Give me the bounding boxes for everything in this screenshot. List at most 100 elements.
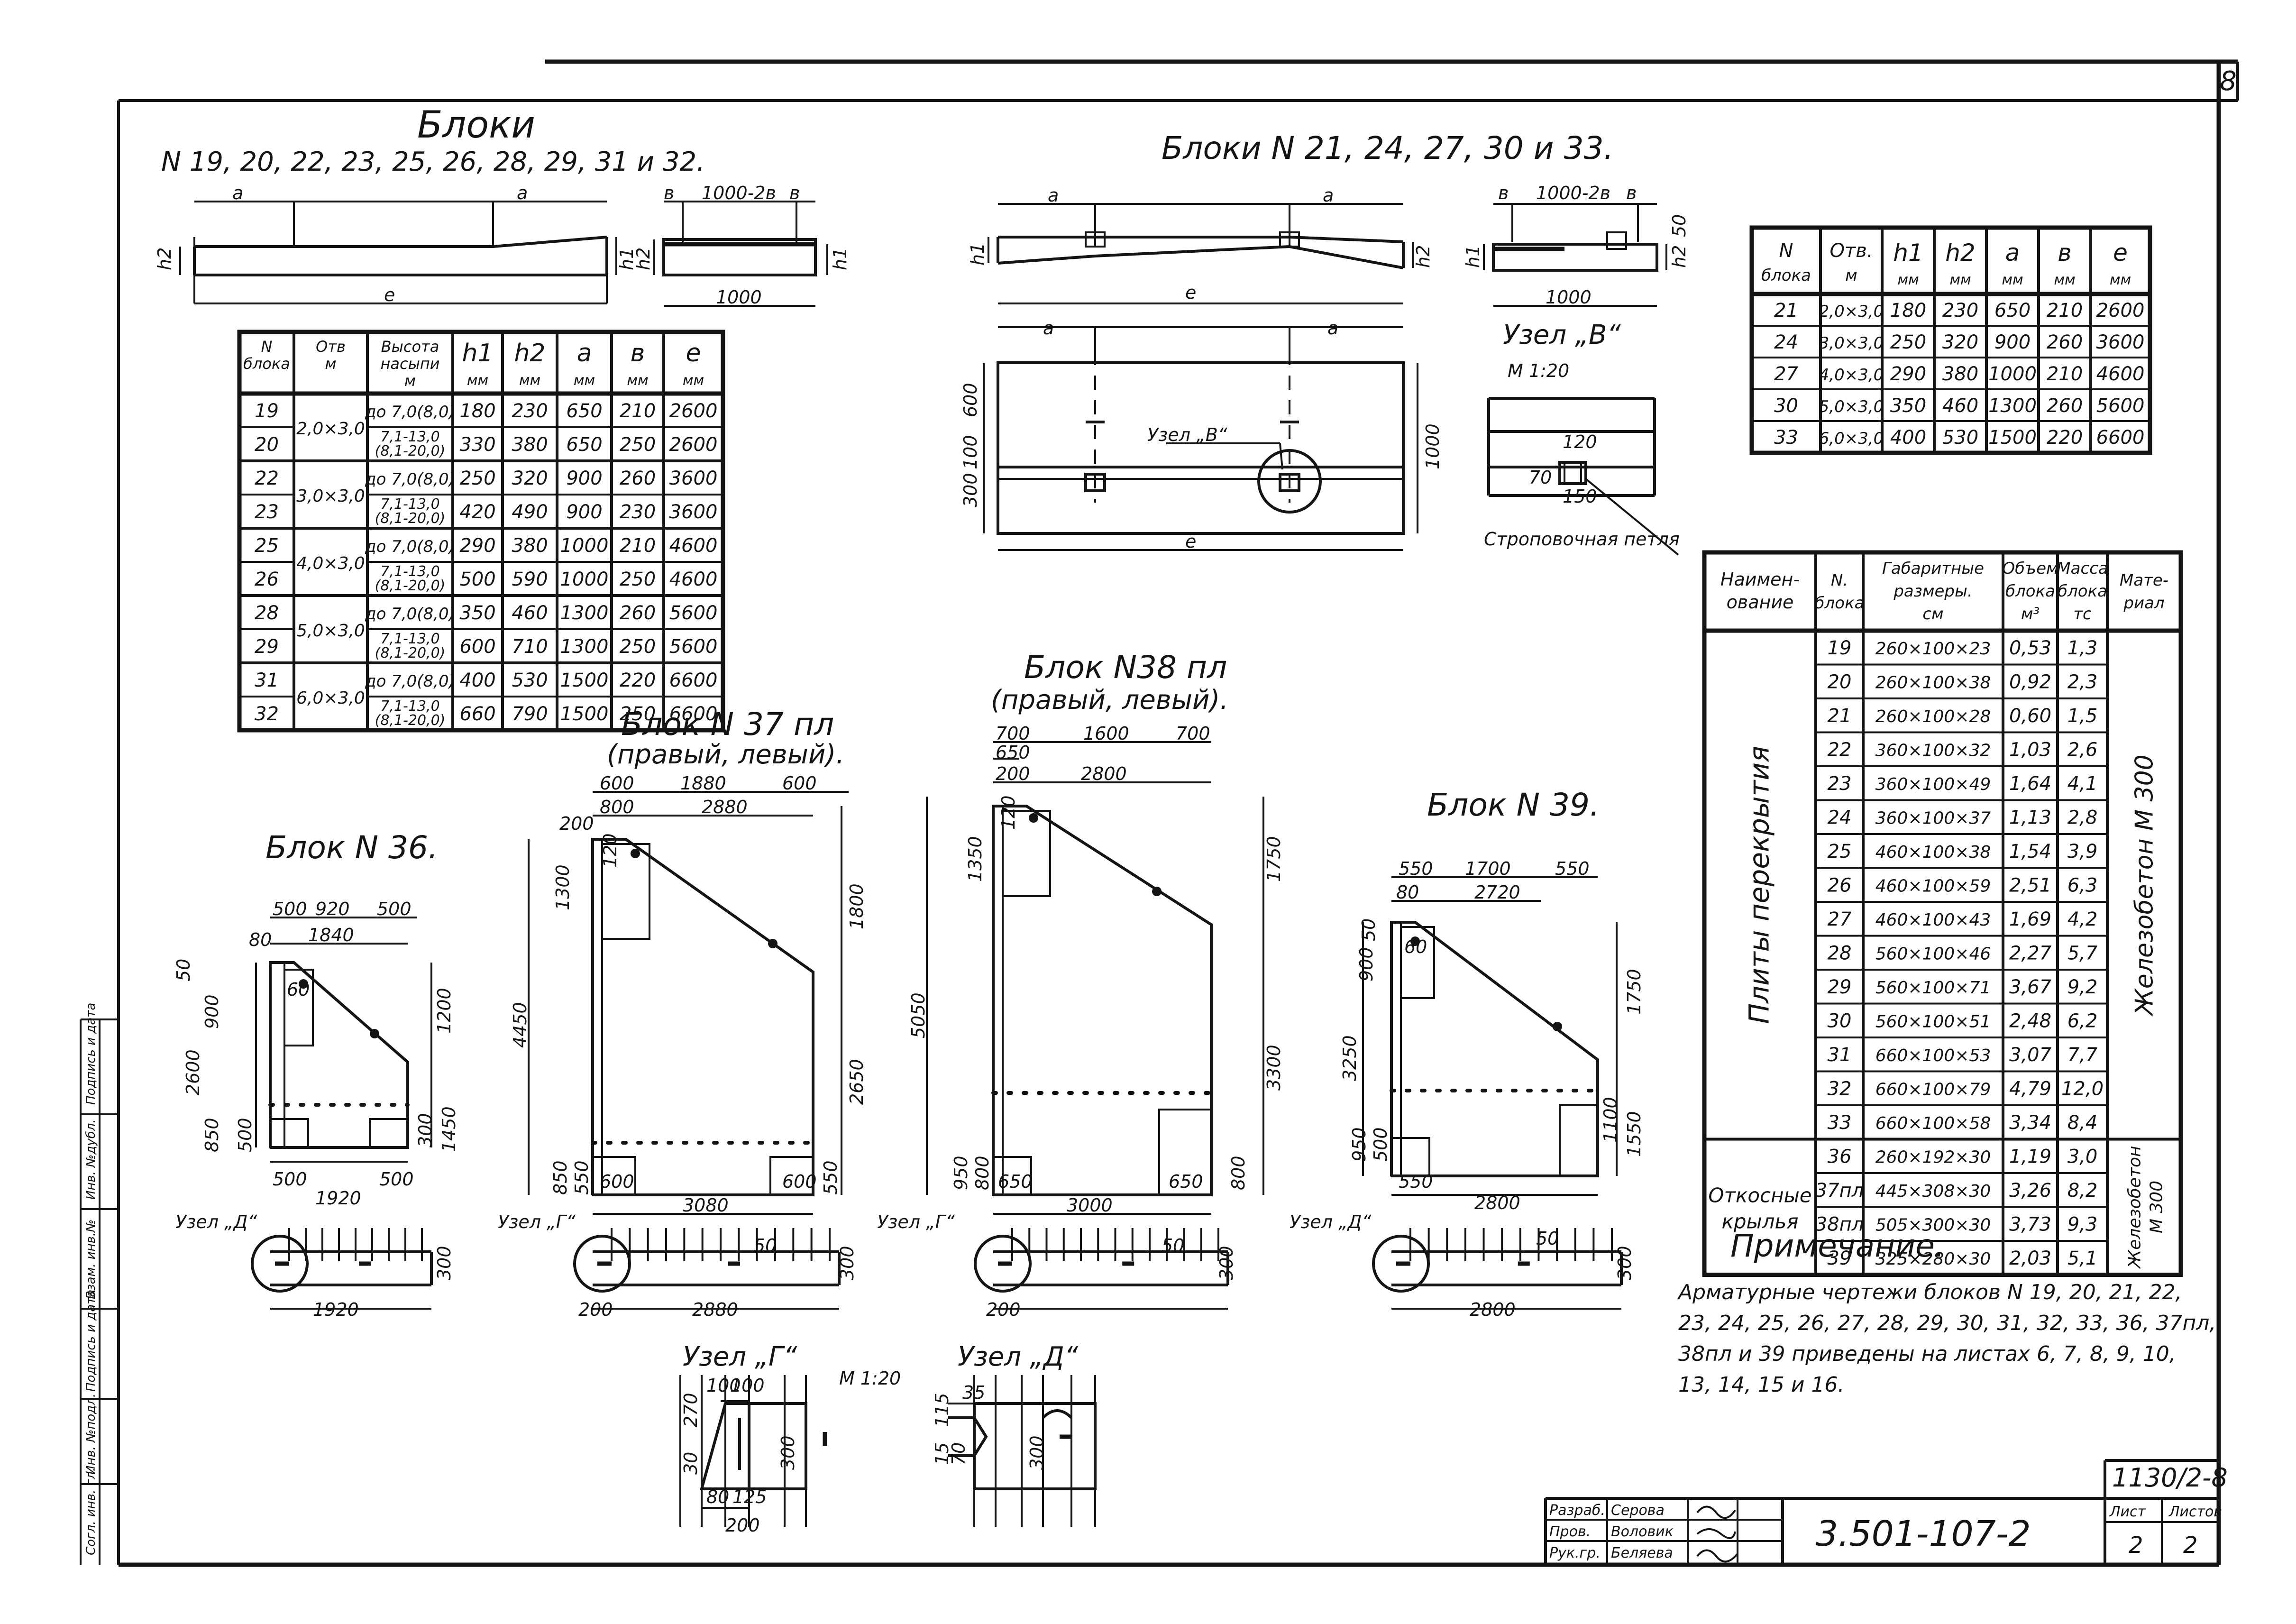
g1-table-header: в <box>631 339 645 367</box>
g1-table-cell: 250 <box>620 636 656 658</box>
g1-table-header: a <box>577 339 592 367</box>
g1-table-cell: 460 <box>512 602 548 624</box>
spec-table-cell: 260×192×30 <box>1875 1148 1991 1167</box>
b36-dim-500c: 500 <box>235 1118 256 1152</box>
g2-table-cell: 290 <box>1890 363 1926 385</box>
block37-title: Блок N 37 пл <box>621 706 834 743</box>
node-b-dim-70: 70 <box>1529 467 1552 488</box>
node-b-loop-label: Строповочная петля <box>1484 529 1680 550</box>
spec-table-cell: 39 <box>1828 1248 1852 1269</box>
b38-dim-800b: 800 <box>1228 1156 1249 1190</box>
spec-table-cell: 360×100×37 <box>1875 809 1991 828</box>
b37-dim-550b: 550 <box>820 1160 841 1195</box>
strip36-dim-right: 300 <box>434 1246 455 1280</box>
sheet-label: Лист <box>2109 1504 2147 1520</box>
g1-table-cell: 900 <box>566 501 602 523</box>
g1-dim-width-top: 1000-2в <box>702 183 776 203</box>
g1-table-cell: 490 <box>512 501 548 523</box>
g1-table-cell: 6,0×3,0 <box>296 688 365 708</box>
g1-table-cell: до 7,0(8,0) <box>365 470 455 489</box>
g1-table-header: e <box>686 339 701 367</box>
g1-table-cell: 7,1-13,0 <box>380 698 439 715</box>
spec-table-header: м³ <box>2021 605 2040 624</box>
g2-table-header: e <box>2113 239 2128 266</box>
spec-table-cell: 23 <box>1828 773 1852 795</box>
spec-table-header: N. <box>1831 571 1848 590</box>
g2-table-cell: 180 <box>1890 300 1926 321</box>
spec-table-cell: 5,1 <box>2067 1248 2098 1269</box>
g1-table-cell: 3600 <box>669 501 718 523</box>
g2-dim-h2: h2 <box>1413 245 1434 268</box>
group1-subtitle: N 19, 20, 22, 23, 25, 26, 28, 29, 31 и 3… <box>161 147 705 177</box>
g2-table-cell: 21 <box>1774 300 1798 321</box>
g1-table-cell: 1000 <box>560 535 609 557</box>
spec-table-cell: 2,8 <box>2067 807 2098 829</box>
block38-title: Блок N38 пл <box>1024 649 1227 686</box>
spec-table-cell: 3,67 <box>2009 976 2052 998</box>
spec-table-cell: 6,2 <box>2067 1010 2098 1032</box>
spec-table-cell: 2,3 <box>2067 671 2098 693</box>
b36-dim-1840: 1840 <box>308 925 354 945</box>
strip38-label: Узел „Г“ <box>877 1211 955 1232</box>
g2-table-cell: 6600 <box>2096 427 2145 449</box>
detail-g-dim-80: 80 <box>706 1486 729 1507</box>
g1-table-header: N <box>261 338 273 356</box>
g1-table-cell: 400 <box>459 670 495 691</box>
side-stamp-3: Подпись и дата <box>84 1290 98 1392</box>
b37-dim-550a: 550 <box>571 1160 592 1195</box>
strip37-label: Узел „Г“ <box>498 1211 576 1232</box>
spec-table-cell: 30 <box>1828 1010 1852 1032</box>
spec-table-cell: 1,03 <box>2009 739 2051 761</box>
b37-dim-850: 850 <box>550 1160 571 1195</box>
detail-g-dim-300: 300 <box>778 1435 798 1470</box>
b36-dim-50: 50 <box>173 959 194 982</box>
g1-table-header: блока <box>243 355 290 373</box>
spec-table-cell: 26 <box>1828 875 1852 897</box>
spec-table-cell: 19 <box>1828 637 1852 659</box>
spec-table-cell: 24 <box>1828 807 1852 829</box>
spec-table-cell: 4,2 <box>2067 908 2098 930</box>
g2-table-cell: 27 <box>1774 363 1798 385</box>
g2-table-cell: 24 <box>1774 331 1798 353</box>
b38-dim-120: 120 <box>998 795 1019 830</box>
spec-table-cell: 2,48 <box>2009 1010 2051 1032</box>
b39-dim-2720: 2720 <box>1474 882 1520 903</box>
g1-table-cell: до 7,0(8,0) <box>365 403 455 422</box>
g2-table-header: h2 <box>1945 239 1976 266</box>
node-b-drawing <box>1487 397 1679 556</box>
spec-table-header: Мате- <box>2120 571 2168 590</box>
b38-dim-800a: 800 <box>972 1156 993 1190</box>
b39-dim-1750: 1750 <box>1624 969 1645 1015</box>
page-code: 1130/2-8 <box>2112 1463 2228 1493</box>
b39-dim-550b: 550 <box>1555 858 1590 879</box>
spec-table-cell: 460×100×59 <box>1875 877 1991 896</box>
group2-section <box>1483 203 1667 307</box>
side-stamp-2: Инв. №подл. <box>84 1394 98 1475</box>
node-b-dim-120: 120 <box>1563 431 1597 452</box>
b36-dim-1200: 1200 <box>434 988 455 1034</box>
spec-table-cell: 660×100×53 <box>1875 1046 1991 1065</box>
g1-table-cell: 180 <box>459 400 495 422</box>
spec-table-cell: 28 <box>1828 943 1852 964</box>
b37-dim-1800: 1800 <box>846 883 867 929</box>
g2-table-cell: 230 <box>1942 300 1978 321</box>
g1-table-cell: 26 <box>255 569 279 590</box>
strip38-node-circle <box>974 1235 1032 1293</box>
g1-table-cell: 230 <box>620 501 656 523</box>
strip38-dim-left: 200 <box>986 1299 1021 1320</box>
g2-table-cell: 220 <box>2047 427 2083 449</box>
stamp-role-1: Разраб. <box>1549 1502 1605 1519</box>
b37-dim-120: 120 <box>600 833 621 868</box>
b39-dim-500: 500 <box>1370 1127 1391 1162</box>
g1-table-cell: 210 <box>620 535 656 557</box>
spec-table-cell: 3,34 <box>2009 1112 2051 1134</box>
group1-elevation <box>179 201 617 304</box>
g1-table-cell: 380 <box>512 434 548 456</box>
g1-table-cell: 5600 <box>669 636 718 658</box>
g1-dim-h1: h1 <box>616 248 637 270</box>
b36-dim-500d: 500 <box>273 1169 307 1190</box>
sheets-total: 2 <box>2183 1532 2198 1559</box>
g1-table-cell: 260 <box>620 468 656 489</box>
g1-table-cell: 290 <box>459 535 495 557</box>
spec-table-cell: 27 <box>1828 908 1852 930</box>
